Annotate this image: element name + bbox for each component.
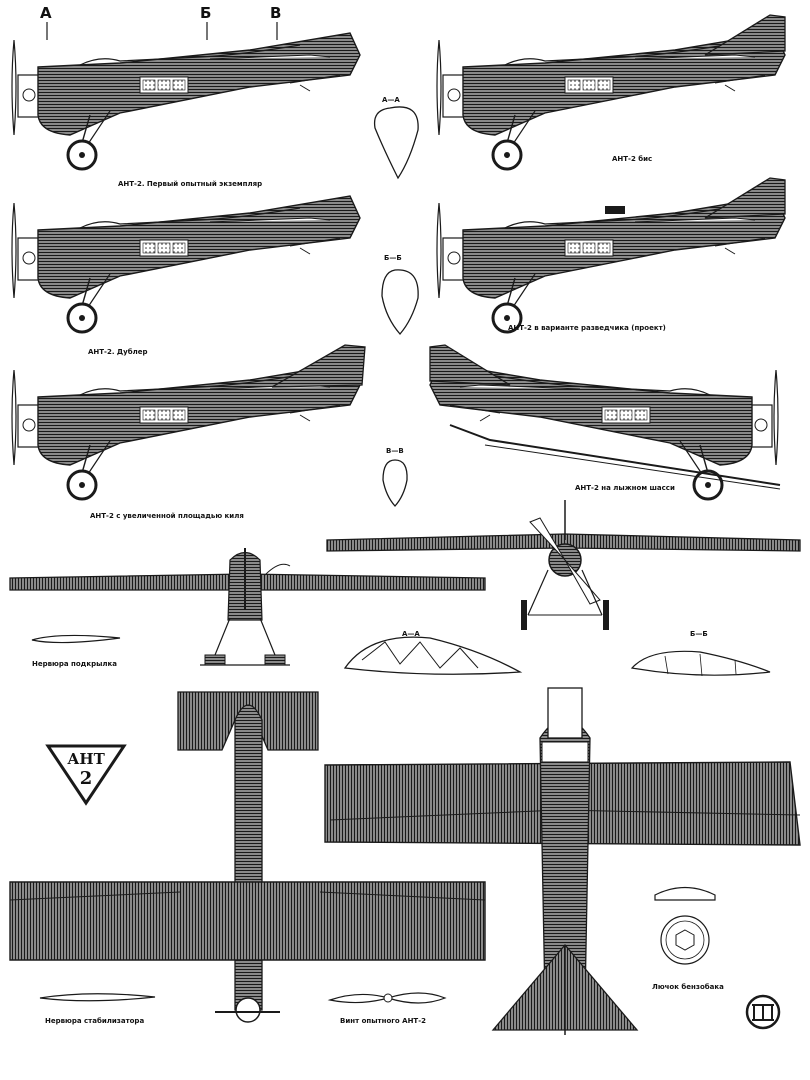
side-view-ski — [428, 344, 781, 501]
label-section-aa-top: А—А — [382, 96, 400, 104]
section-aa-wing — [343, 636, 523, 675]
caption-ski: АНТ-2 на лыжном шасси — [575, 484, 675, 492]
logo-text-bottom: 2 — [79, 768, 93, 789]
front-view-wheels — [326, 500, 801, 630]
section-letter-a: А — [40, 4, 52, 22]
caption-prototype: АНТ-2. Первый опытный экземпляр — [118, 180, 263, 188]
fuel-hatch-drawing — [654, 886, 716, 965]
section-bb-wing — [630, 650, 771, 677]
section-bb-outline — [381, 269, 419, 335]
label-section-bb-top: Б—Б — [384, 254, 402, 262]
label-section-vv-top: В—В — [386, 447, 404, 455]
front-view-ski — [9, 548, 486, 666]
plan-view-left — [9, 691, 486, 1023]
side-view-bis — [435, 14, 787, 171]
plan-view-right — [324, 687, 801, 1035]
ant2-logo — [45, 744, 127, 806]
side-view-doubler — [10, 194, 362, 334]
side-view-enlarged-fin — [10, 344, 366, 501]
caption-enlarged-fin: АНТ-2 с увеличенной площадью киля — [90, 512, 244, 520]
propeller-drawing — [327, 992, 447, 1004]
section-letter-v: В — [270, 4, 282, 22]
caption-recon: АНТ-2 в варианте разведчика (проект) — [508, 324, 666, 332]
label-section-aa-wing: А—А — [402, 630, 420, 638]
side-view-prototype — [10, 31, 362, 171]
maker-emblem — [745, 994, 781, 1030]
logo-text-top: АНТ — [67, 750, 105, 768]
caption-bis: АНТ-2 бис — [612, 155, 653, 163]
wing-rib-drawing — [31, 634, 121, 644]
caption-prop: Винт опытного АНТ-2 — [340, 1017, 426, 1025]
section-letter-b: Б — [200, 4, 212, 22]
caption-wing-rib: Нервюра подкрылка — [32, 660, 118, 668]
section-vv-outline — [382, 459, 408, 507]
section-aa-outline — [373, 106, 419, 180]
side-view-recon — [435, 177, 787, 334]
caption-fuel-hatch: Лючок бензобака — [652, 983, 724, 991]
stabilizer-rib-drawing — [39, 993, 156, 1002]
label-section-bb-wing: Б—Б — [690, 630, 708, 638]
section-markers — [46, 22, 278, 40]
caption-doubler: АНТ-2. Дублер — [88, 348, 148, 356]
caption-stab-rib: Нервюра стабилизатора — [45, 1017, 145, 1025]
